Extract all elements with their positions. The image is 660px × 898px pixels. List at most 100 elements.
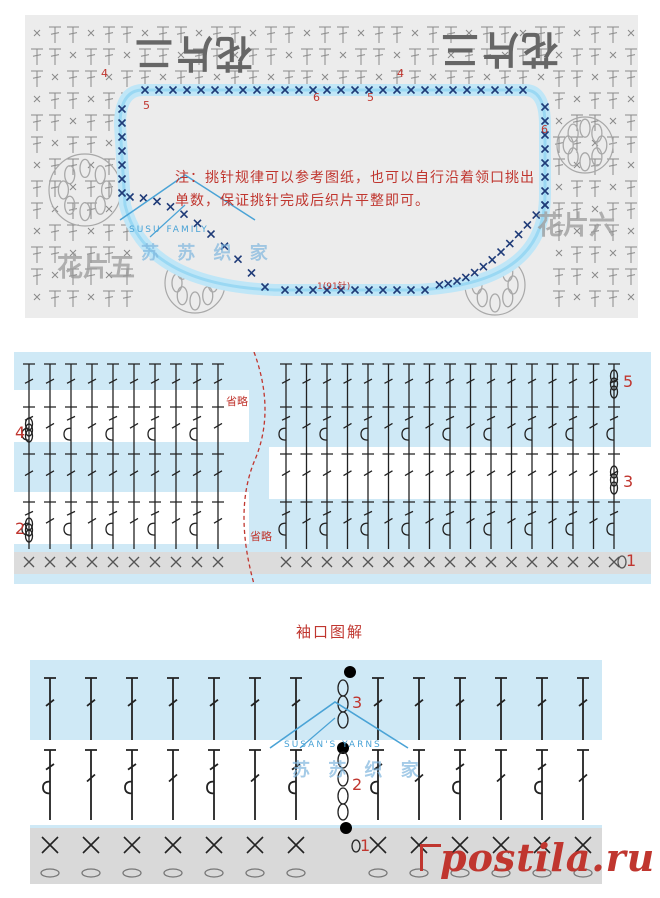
stitch-stroke [625, 48, 637, 65]
faded-double-crochet [553, 224, 565, 241]
neckline-single-crochet [540, 172, 550, 182]
turning-chain [337, 711, 349, 729]
neckline-single-crochet [488, 255, 497, 264]
stitch-stroke [445, 26, 457, 43]
faded-single-crochet [573, 161, 581, 169]
stitch-stroke [67, 268, 79, 285]
double-crochet-symbol [212, 363, 224, 407]
faded-double-crochet [607, 290, 619, 307]
stitch-stroke [212, 363, 224, 407]
double-crochet-symbol [280, 363, 292, 407]
base-single-crochet [574, 836, 592, 854]
base-single-crochet [280, 556, 292, 568]
neckline-single-crochet [294, 85, 304, 95]
faded-double-crochet [103, 180, 115, 197]
post-stitch-symbol [452, 749, 466, 820]
faded-double-crochet [607, 92, 619, 109]
double-crochet-symbol [170, 363, 182, 407]
turning-chain [24, 529, 34, 543]
cuff-chart: 1 2 3 SUSAN'S YARNS 苏 苏 织 家 [30, 660, 602, 884]
double-crochet-symbol [85, 677, 97, 740]
faded-single-crochet [555, 183, 563, 191]
neckline-single-crochet [336, 85, 346, 95]
faded-single-crochet [87, 227, 95, 235]
stitch-stroke [524, 501, 538, 549]
neckline-single-crochet [139, 194, 148, 203]
stitch-stroke [372, 677, 384, 740]
faded-single-crochet [105, 73, 113, 81]
stitch-stroke [86, 363, 98, 407]
stitch-stroke [67, 224, 79, 241]
faded-single-crochet [159, 73, 167, 81]
faded-double-crochet [103, 114, 115, 131]
stitch-stroke [341, 453, 354, 502]
cuff-row-label-3: 3 [352, 693, 363, 712]
slip-stitch-dot [337, 742, 349, 754]
faded-petal [579, 118, 591, 138]
neckline-single-crochet [496, 247, 506, 257]
faded-single-crochet [375, 73, 383, 81]
double-crochet-symbol [85, 749, 97, 820]
post-stitch-symbol [147, 501, 161, 549]
stitch-stroke [157, 26, 169, 43]
stitch-stroke [535, 26, 547, 43]
faded-single-crochet [555, 51, 563, 59]
stitch-stroke [607, 26, 619, 43]
stitch-stroke [121, 70, 133, 87]
stitch-stroke [625, 246, 637, 263]
stitch-stroke [607, 224, 619, 241]
stitch-stroke [107, 363, 119, 407]
base-single-crochet [369, 836, 387, 854]
double-crochet-symbol [341, 406, 354, 454]
stitch-stroke [625, 114, 637, 131]
double-crochet-symbol [372, 677, 384, 740]
neckline-single-crochet [406, 285, 416, 295]
stitch-stroke [167, 749, 179, 820]
base-single-crochet [608, 556, 620, 568]
faded-single-crochet [51, 139, 59, 147]
neckline-chart-panel: 花片二 花片三 花片五 花片六 4 5 6 5 4 6 1(91针) 注：挑针规… [25, 15, 638, 318]
neckline-single-crochet [392, 285, 402, 295]
site-logo[interactable]: postila.ru [440, 835, 656, 880]
double-crochet-symbol [567, 363, 579, 407]
post-stitch-symbol [319, 406, 333, 454]
faded-double-crochet [103, 246, 115, 263]
faded-double-crochet [553, 92, 565, 109]
neckline-single-crochet [179, 210, 189, 219]
stitch-stroke [280, 363, 292, 407]
stitch-stroke [589, 246, 601, 263]
double-crochet-symbol [290, 677, 302, 740]
faded-single-crochet [69, 51, 77, 59]
faded-double-crochet [247, 48, 259, 65]
faded-single-crochet [573, 227, 581, 235]
faded-double-crochet [85, 136, 97, 153]
double-crochet-symbol [128, 406, 140, 454]
stitch-stroke [121, 268, 133, 285]
base-single-crochet [65, 556, 77, 568]
faded-double-crochet [103, 290, 115, 307]
stitch-stroke [362, 363, 374, 407]
double-crochet-symbol [464, 406, 477, 454]
double-crochet-symbol [413, 677, 425, 740]
stitch-stroke [49, 26, 61, 43]
stitch-stroke [546, 453, 559, 502]
watermark-roof [119, 174, 256, 221]
faded-double-crochet [553, 136, 565, 153]
stitch-stroke [464, 406, 477, 454]
double-crochet-symbol [300, 453, 313, 502]
faded-single-crochet [123, 51, 131, 59]
base-row-band [14, 552, 651, 574]
stitch-stroke [23, 453, 35, 502]
base-single-crochet [128, 556, 140, 568]
faded-single-crochet [123, 249, 131, 257]
faded-single-crochet [105, 139, 113, 147]
faded-single-crochet [501, 51, 509, 59]
faded-double-crochet [553, 70, 565, 87]
faded-double-crochet [211, 48, 223, 65]
faded-double-crochet [625, 246, 637, 263]
stitch-stroke [321, 453, 333, 502]
post-stitch-symbol [278, 406, 292, 454]
base-single-crochet [164, 836, 182, 854]
double-crochet-symbol [423, 363, 436, 407]
faded-double-crochet [85, 180, 97, 197]
